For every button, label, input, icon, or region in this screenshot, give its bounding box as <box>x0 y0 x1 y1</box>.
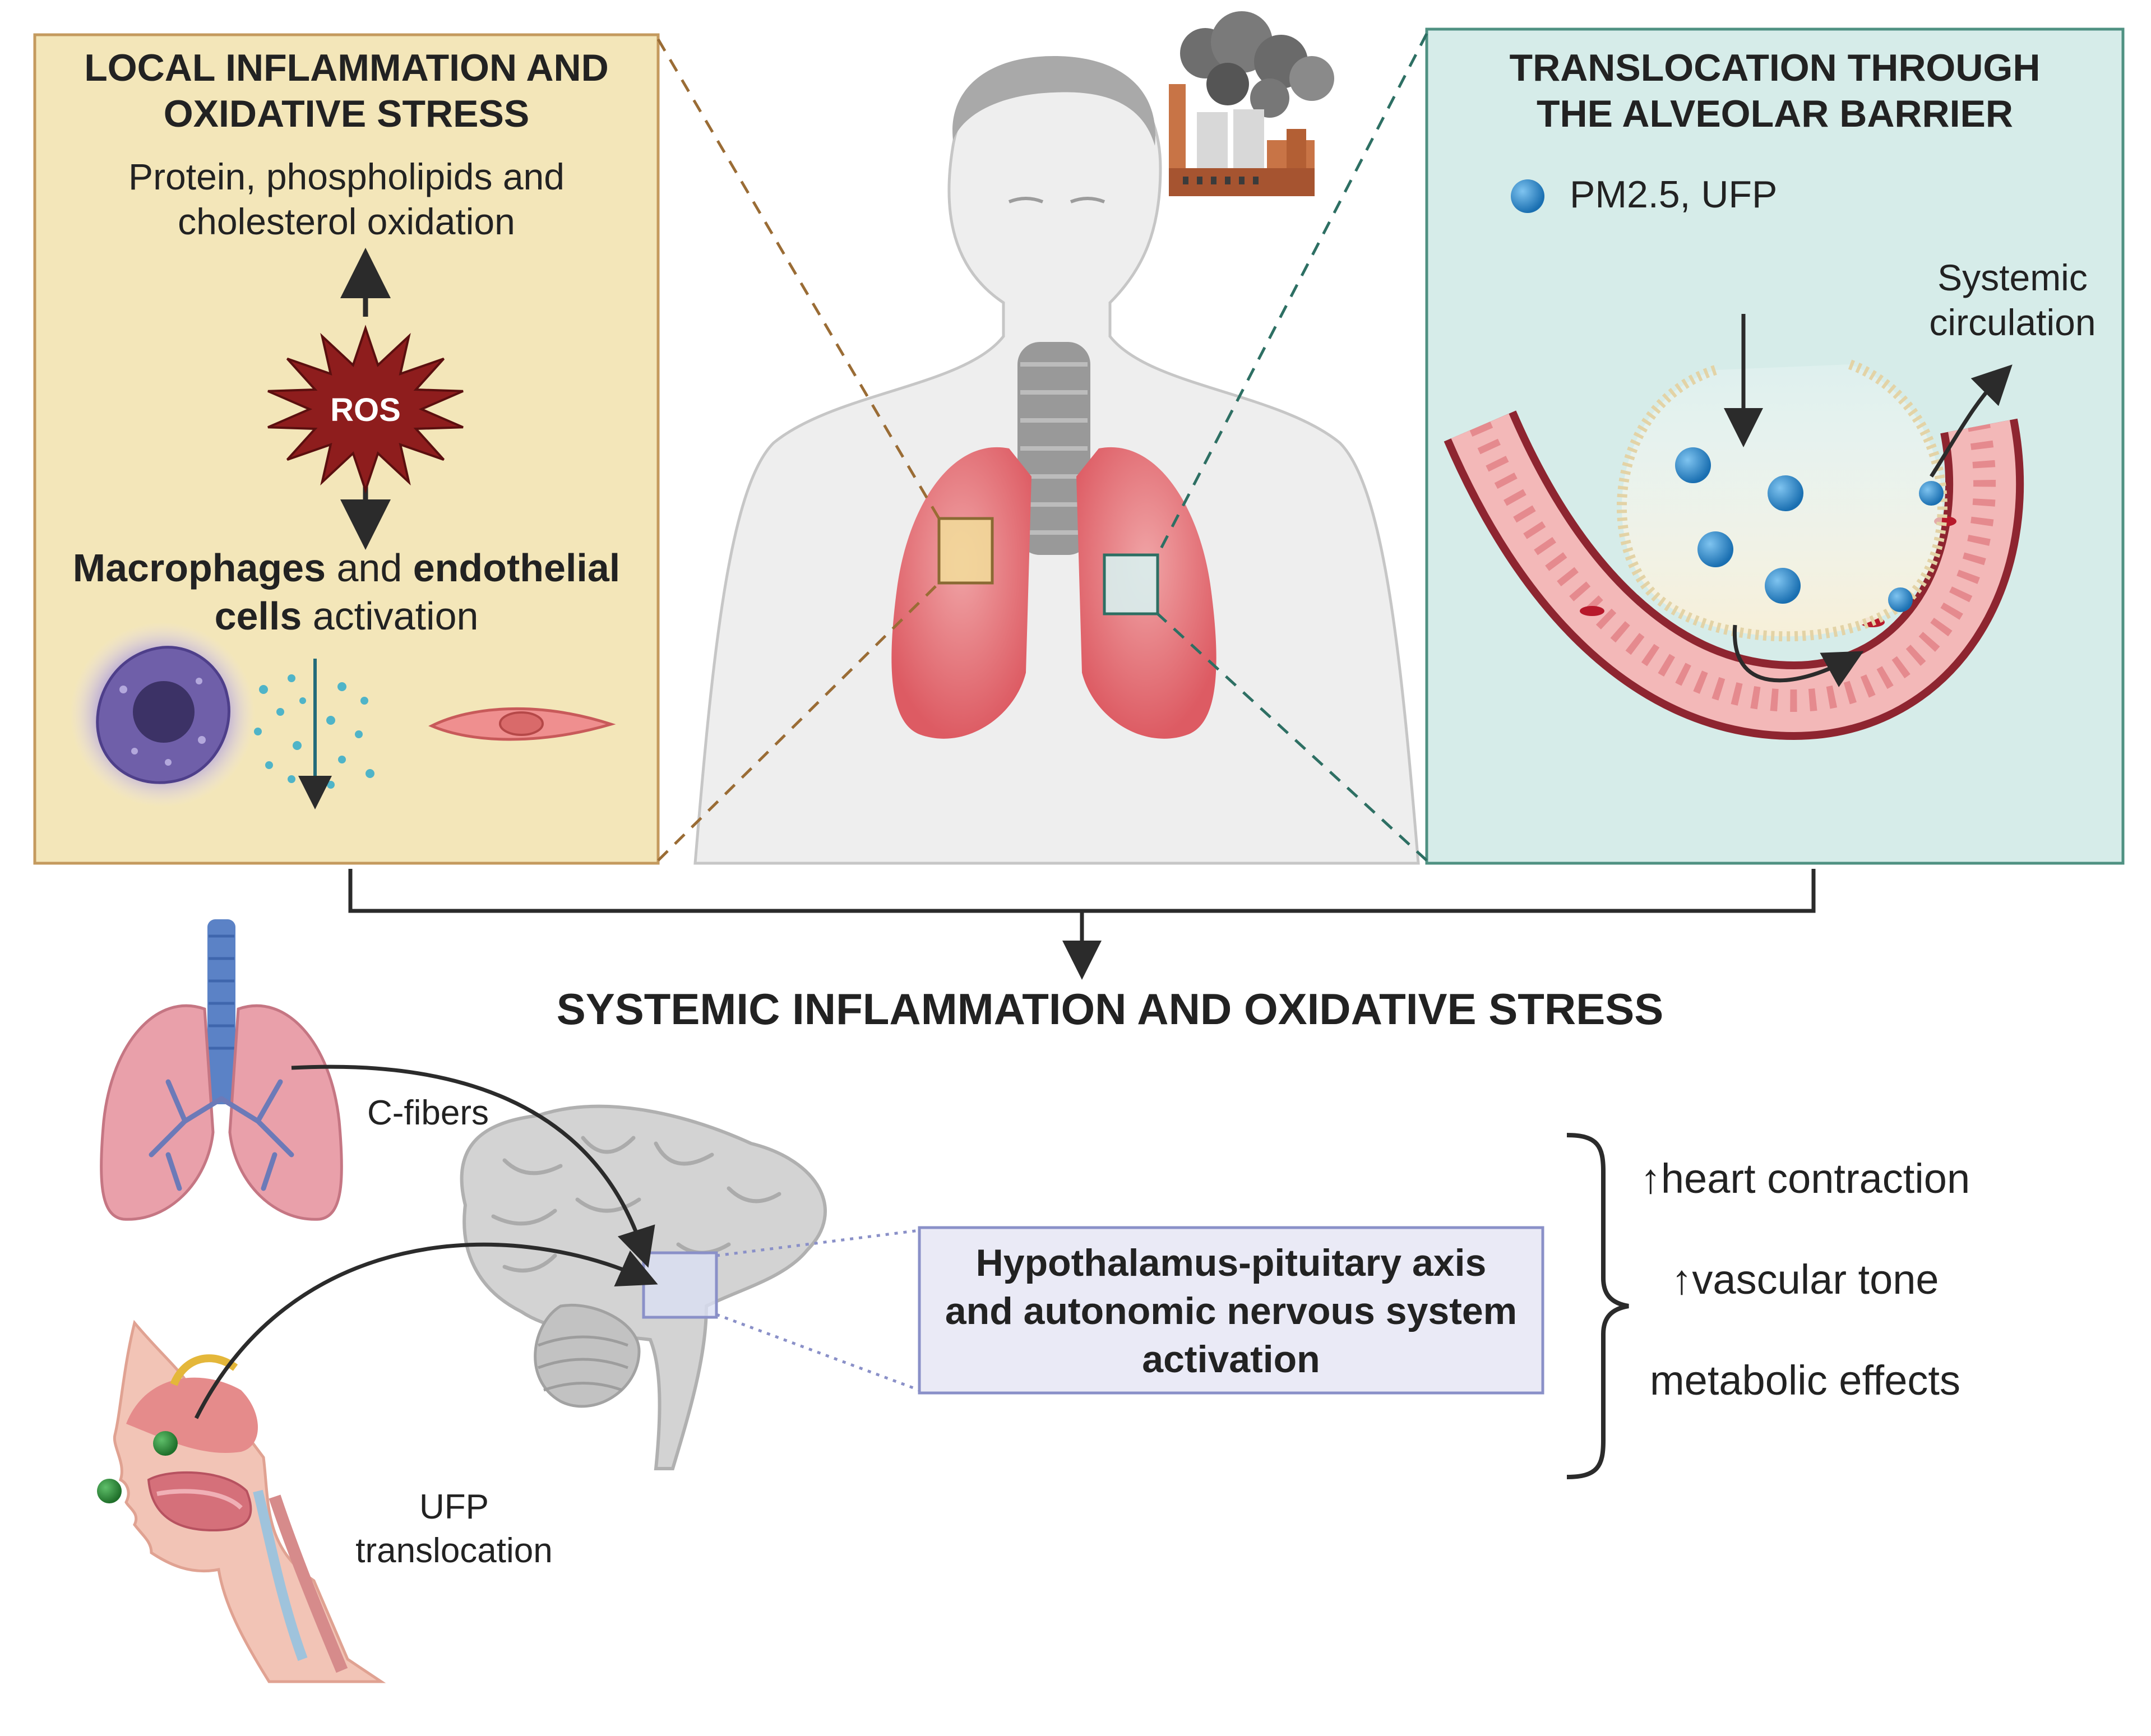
ufp-translocation-label: UFP translocation <box>331 1485 577 1573</box>
factory-icon <box>1169 11 1334 196</box>
oxidation-text: Protein, phospholipids and cholesterol o… <box>35 154 658 244</box>
local-lung-highlight <box>937 517 994 585</box>
oxidation-line1: Protein, phospholipids and <box>128 156 565 197</box>
macrophage-cell <box>70 622 255 807</box>
right-title-line2: THE ALVEOLAR BARRIER <box>1537 92 2013 135</box>
zoom-line-right-top <box>1156 33 1428 556</box>
translocation-arrow <box>1732 624 1864 687</box>
left-title-line2: OXIDATIVE STRESS <box>163 92 530 135</box>
circulation-arrow <box>1930 364 2013 478</box>
zoom-line-left-bottom <box>657 582 940 862</box>
hpa-line2: and autonomic nervous system <box>945 1290 1518 1332</box>
hpa-box <box>918 1226 1544 1395</box>
legend-label: PM2.5, UFP <box>1570 173 1778 216</box>
effects-brace <box>1566 1133 1629 1479</box>
activation-text: Macrophages and endothelial cells activa… <box>35 544 658 640</box>
hpa-line3: activation <box>1142 1338 1320 1381</box>
secretion-particles <box>254 674 374 789</box>
lungs-organ <box>100 919 343 1221</box>
activation-cells: cells <box>214 594 302 638</box>
systemic-circulation-label: Systemic circulation <box>1906 255 2119 345</box>
right-panel-title: TRANSLOCATION THROUGH THE ALVEOLAR BARRI… <box>1427 45 2123 137</box>
effect-heart-contraction: ↑heart contraction <box>1640 1155 1970 1202</box>
right-title-line1: TRANSLOCATION THROUGH <box>1509 47 2041 89</box>
ufp-line2: translocation <box>355 1531 553 1570</box>
zoom-line-hpa-bottom <box>716 1313 920 1392</box>
hpa-text: Hypothalamus-pituitary axis and autonomi… <box>919 1239 1543 1383</box>
activation-macrophages: Macrophages <box>72 546 326 590</box>
activation-and: and <box>326 546 413 590</box>
c-fibers-label: C-fibers <box>367 1094 489 1132</box>
ufp-line1: UFP <box>419 1488 489 1526</box>
merge-bracket <box>348 869 1816 913</box>
ros-star <box>267 325 464 494</box>
oxidation-line2: cholesterol oxidation <box>178 201 515 242</box>
left-title-line1: LOCAL INFLAMMATION AND <box>84 47 609 89</box>
effect-vascular-tone: ↑vascular tone <box>1671 1256 1939 1303</box>
blood-vessel <box>1444 410 2024 740</box>
left-panel-title: LOCAL INFLAMMATION AND OXIDATIVE STRESS <box>35 45 658 137</box>
ufp-translocation-arrow <box>194 1242 658 1419</box>
hpa-line1: Hypothalamus-pituitary axis <box>975 1242 1487 1284</box>
head-sagittal <box>97 1320 386 1683</box>
circulation-line1: Systemic <box>1937 257 2088 298</box>
circulation-line2: circulation <box>1929 302 2096 343</box>
left-lung <box>891 447 1031 739</box>
c-fibers-arrow <box>291 1064 655 1268</box>
legend-particle <box>1511 179 1544 213</box>
systemic-title: SYSTEMIC INFLAMMATION AND OXIDATIVE STRE… <box>556 984 1664 1034</box>
pm-particles <box>1675 447 1944 612</box>
activation-rest: activation <box>302 594 479 638</box>
ros-label: ROS <box>330 392 401 428</box>
activation-line1: Macrophages and endothelial <box>35 544 658 592</box>
endothelial-cell <box>428 707 616 741</box>
activation-endothelial: endothelial <box>413 546 621 590</box>
hypothalamus-highlight <box>642 1251 718 1319</box>
effect-metabolic: metabolic effects <box>1650 1357 1960 1404</box>
activation-line2: cells activation <box>35 592 658 640</box>
barrier-lung-highlight <box>1103 553 1159 615</box>
